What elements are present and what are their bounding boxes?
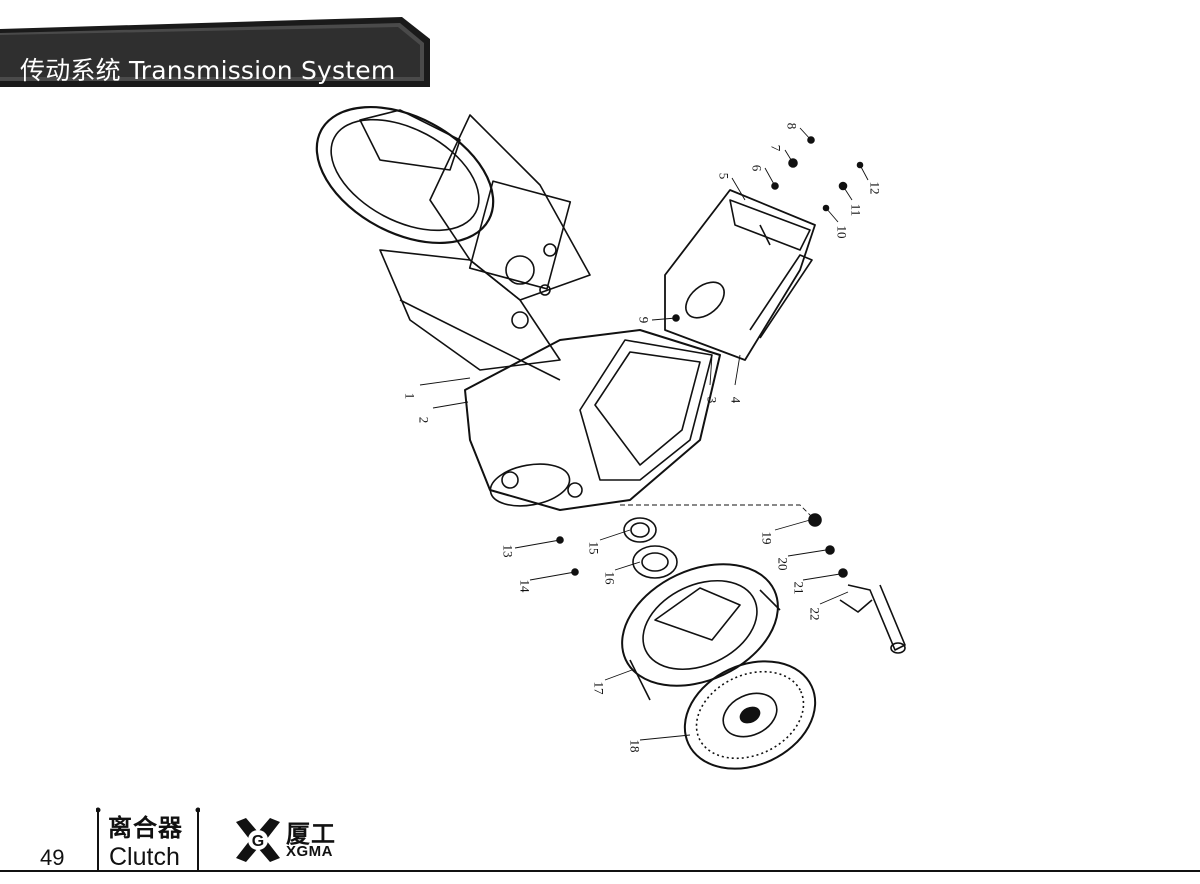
callout-1: 1 — [402, 392, 418, 400]
brand-name-en: XGMA — [286, 843, 333, 860]
release-bearing — [623, 517, 678, 579]
callout-3: 3 — [704, 396, 720, 404]
xgma-logo-icon: G — [236, 818, 280, 862]
callout-6: 6 — [749, 164, 765, 172]
callout-13: 13 — [500, 544, 516, 558]
fasteners — [556, 136, 864, 578]
callout-4: 4 — [728, 396, 744, 404]
cover-plate — [664, 189, 816, 361]
leader-lines — [419, 127, 869, 741]
section-title-en: Clutch — [109, 843, 180, 871]
brand-name-zh: 厦工 — [286, 820, 336, 848]
callout-12: 12 — [867, 181, 883, 195]
callout-15: 15 — [586, 541, 602, 555]
callout-2: 2 — [416, 416, 432, 424]
callout-19: 19 — [759, 531, 775, 545]
callout-7: 7 — [768, 144, 784, 152]
callout-18: 18 — [627, 739, 643, 753]
callout-10: 10 — [834, 225, 850, 239]
callout-8: 8 — [784, 122, 800, 130]
svg-text:G: G — [252, 833, 264, 850]
page-number: 49 — [40, 845, 65, 870]
callout-17: 17 — [591, 681, 607, 695]
callout-5: 5 — [716, 172, 732, 180]
callout-16: 16 — [602, 571, 618, 585]
callout-11: 11 — [848, 203, 864, 217]
callout-20: 20 — [775, 557, 791, 571]
clutch-disc — [683, 660, 817, 770]
banner-shape — [0, 17, 430, 87]
section-banner: 传动系统 Transmission System — [0, 17, 430, 87]
footer-rule — [0, 870, 1200, 872]
pressure-plate — [621, 563, 781, 701]
callout-14: 14 — [517, 579, 533, 593]
section-title-zh: 离合器 — [108, 814, 183, 842]
transmission-housing — [315, 105, 591, 381]
callout-21: 21 — [791, 581, 807, 595]
callout-22: 22 — [807, 607, 823, 621]
page-title: 传动系统 Transmission System — [20, 56, 396, 85]
callout-9: 9 — [636, 316, 652, 324]
release-fork — [839, 584, 906, 654]
section-label-frame — [96, 806, 200, 872]
clutch-housing — [464, 329, 721, 511]
